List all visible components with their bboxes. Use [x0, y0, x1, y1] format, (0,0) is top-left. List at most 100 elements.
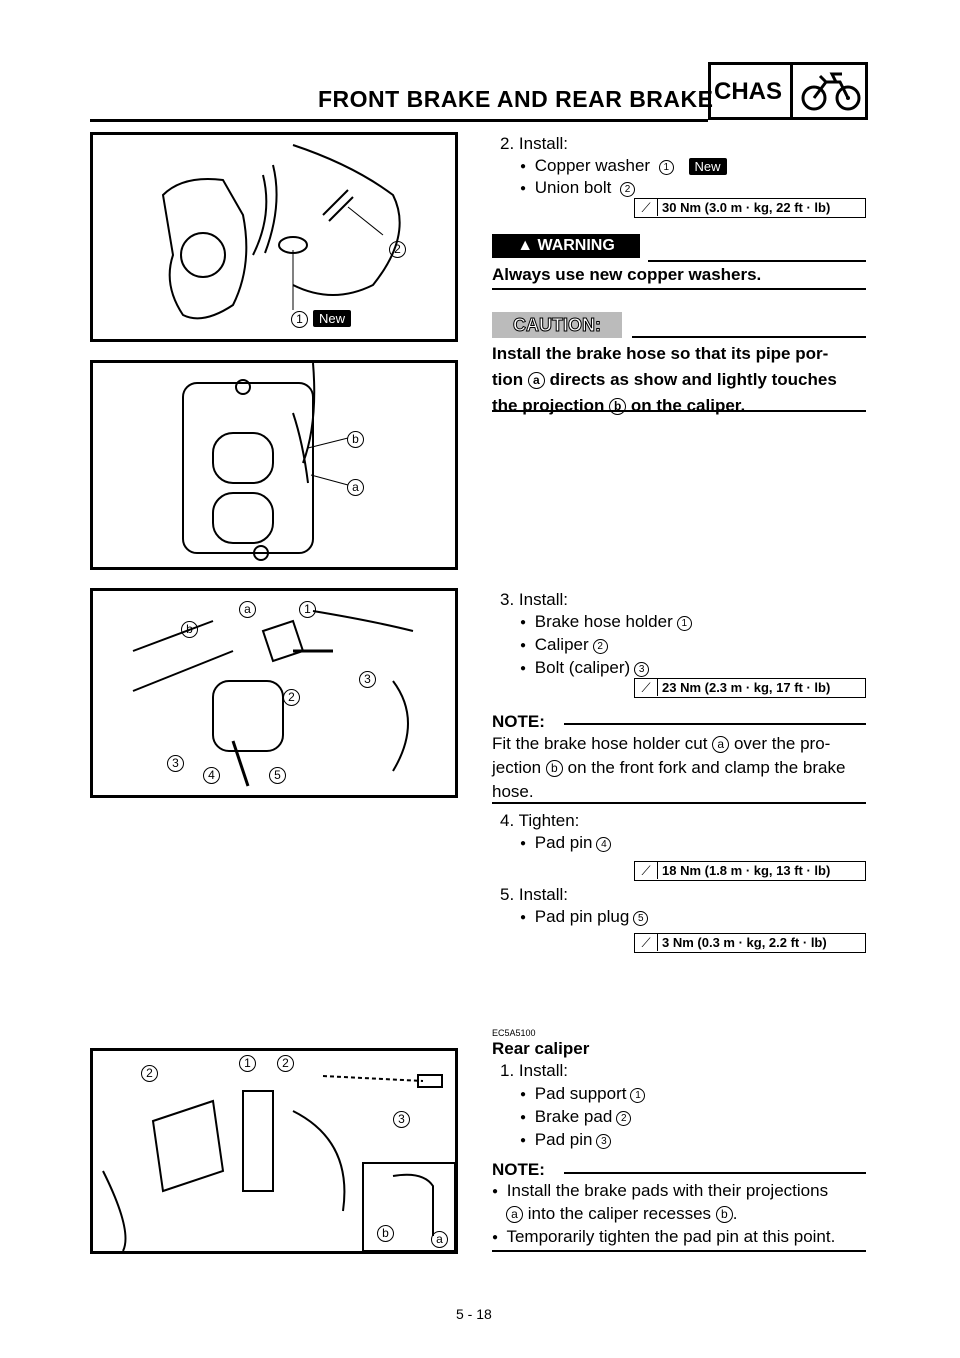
note-bullet-2: Temporarily tighten the pad pin at this … [492, 1226, 835, 1249]
figure-hose-position: b a [90, 360, 458, 570]
ref-letter: b [545, 760, 563, 777]
text: on the caliper. [630, 396, 746, 415]
warning-end-rule [492, 288, 866, 290]
callout-a: a [347, 479, 364, 496]
text: the projection [492, 396, 605, 415]
page-number: 5 - 18 [456, 1306, 492, 1322]
warning-text: Always use new copper washers. [492, 265, 762, 284]
rear-step-1-heading: 1. Install: [500, 1061, 569, 1080]
item-number: 1 [658, 160, 674, 175]
page-title: FRONT BRAKE AND REAR BRAKE [318, 86, 714, 112]
note-bullet-1: Install the brake pads with their projec… [492, 1180, 868, 1203]
warning-icon: ▲ [517, 237, 538, 254]
ref-letter: b [715, 1206, 733, 1223]
item-number: 2 [592, 639, 608, 654]
torque-spec: ⟋ 23 Nm (2.3 m · kg, 17 ft · lb) [634, 678, 866, 698]
item-number: 2 [620, 182, 636, 197]
new-badge: New [688, 158, 727, 175]
header-rule [90, 119, 708, 122]
figure-rear-caliper: 2 1 2 3 b a [90, 1048, 458, 1254]
section-tab-divider [790, 62, 793, 120]
ref-letter: a [712, 736, 730, 753]
item-number: 5 [633, 911, 649, 926]
torque-spec: ⟋ 30 Nm (3.0 m · kg, 22 ft · lb) [634, 198, 866, 218]
item-number: 4 [596, 837, 612, 852]
section-tab [708, 62, 868, 120]
item-text: Brake hose holder [534, 612, 673, 631]
caution-label: CAUTION: [492, 312, 622, 338]
section-code: EC5A5100 [492, 1028, 536, 1038]
note-label: NOTE: [492, 1160, 545, 1179]
front-fork-caliper-drawing [132, 610, 414, 787]
item-number: 1 [630, 1088, 646, 1103]
callout-1: 1 [291, 311, 308, 328]
figure-union-bolt: 2 1 New [90, 132, 458, 342]
callout-b: b [181, 621, 198, 638]
callout-1: 1 [299, 601, 316, 618]
text: tion [492, 370, 524, 389]
caution-line-3: the projection b on the caliper. [492, 393, 837, 419]
item-text: Pad pin plug [534, 907, 630, 926]
callout-2: 2 [141, 1065, 158, 1082]
text: jection [492, 758, 542, 777]
text: Temporarily tighten the pad pin at this … [506, 1227, 836, 1246]
callout-5: 5 [269, 767, 286, 784]
note-end-rule [492, 802, 866, 804]
note-label: NOTE: [492, 712, 545, 731]
ref-letter: a [527, 372, 545, 389]
callout-2: 2 [277, 1055, 294, 1072]
note-line-1: Fit the brake hose holder cut a over the… [492, 732, 845, 756]
step-2-item-2: Union bolt 2 [520, 177, 636, 200]
ref-letter: a [506, 1206, 523, 1223]
motorcycle-icon [801, 72, 861, 111]
item-text: Pad pin [534, 1130, 593, 1149]
new-badge: New [313, 310, 352, 327]
section-heading: Rear caliper [492, 1039, 590, 1058]
text: Fit the brake hose holder cut [492, 734, 708, 753]
text: directs as show and lightly touches [549, 370, 837, 389]
item-text: Caliper [534, 635, 589, 654]
caution-line-2: tion a directs as show and lightly touch… [492, 367, 837, 393]
item-text: Pad pin [534, 833, 593, 852]
warning-rule [648, 260, 866, 262]
callout-2: 2 [389, 241, 406, 258]
wrench-icon: ⟋ [635, 862, 658, 879]
text: over the pro- [733, 734, 831, 753]
callout-b: b [377, 1225, 394, 1242]
torque-value: 30 Nm (3.0 m · kg, 22 ft · lb) [662, 200, 831, 215]
step-2-item-1: Copper washer 1 New [520, 155, 727, 178]
ref-letter: b [609, 398, 627, 415]
step-4-heading: 4. Tighten: [500, 811, 580, 830]
callout-a: a [239, 601, 256, 618]
torque-value: 18 Nm (1.8 m · kg, 13 ft · lb) [662, 863, 831, 878]
caution-text: Install the brake hose so that its pipe … [492, 341, 837, 419]
callout-b: b [347, 431, 364, 448]
note-text: Fit the brake hose holder cut a over the… [492, 732, 845, 804]
note-end-rule [492, 1250, 866, 1252]
callout-3: 3 [167, 755, 184, 772]
callout-3: 3 [359, 671, 376, 688]
note-rule [564, 723, 866, 725]
torque-value: 23 Nm (2.3 m · kg, 17 ft · lb) [662, 680, 831, 695]
text: Install the brake pads with their projec… [506, 1181, 829, 1200]
step-5-heading: 5. Install: [500, 885, 569, 904]
wrench-icon: ⟋ [635, 679, 658, 696]
step-2-heading: 2. Install: [500, 134, 569, 153]
wrench-icon: ⟋ [635, 199, 658, 216]
torque-spec: ⟋3 Nm (0.3 m · kg, 2.2 ft · lb) [634, 933, 866, 953]
item-number: 3 [596, 1134, 612, 1149]
caliper-front-drawing [182, 362, 349, 561]
callout-a: a [431, 1231, 448, 1248]
section-code: CHAS [714, 78, 783, 105]
callout-1: 1 [239, 1055, 256, 1072]
torque-spec: ⟋ 18 Nm (1.8 m · kg, 13 ft · lb) [634, 861, 866, 881]
caution-rule [632, 336, 866, 338]
figure-caliper-install: a 1 b 3 2 3 4 5 [90, 588, 458, 798]
callout-4: 4 [203, 767, 220, 784]
